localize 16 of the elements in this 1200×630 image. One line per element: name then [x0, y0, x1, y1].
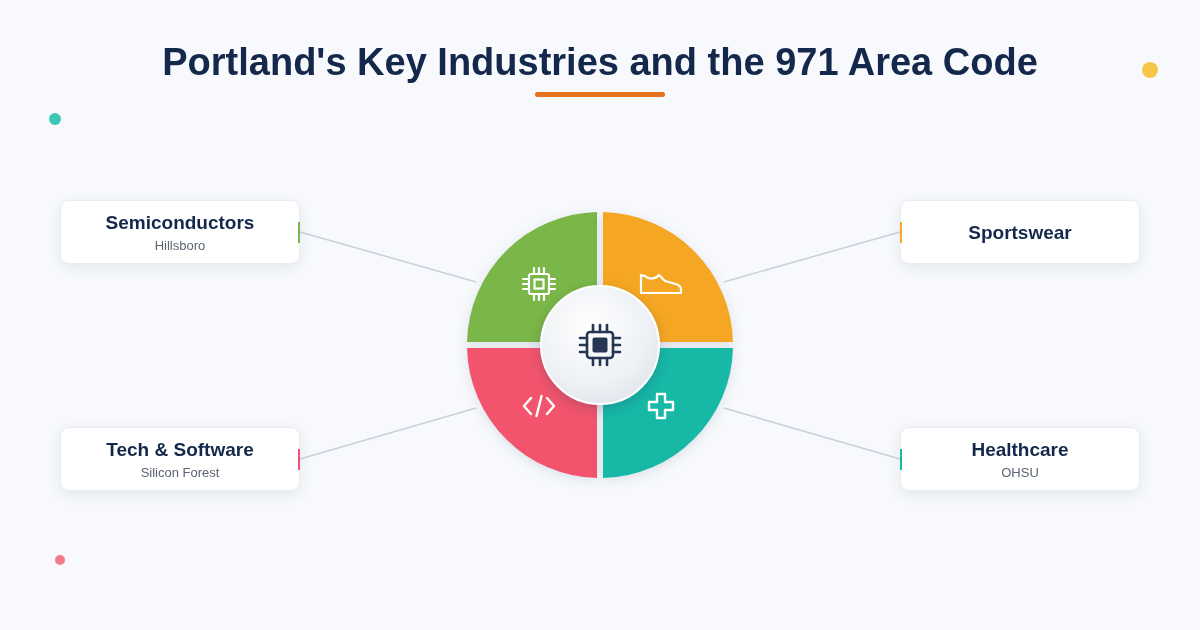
- card-title: Tech & Software: [106, 437, 254, 461]
- card-subtitle: OHSU: [1001, 463, 1039, 481]
- industry-card: [60, 200, 300, 264]
- connector-line: [723, 231, 901, 283]
- card-title: Sportswear: [968, 220, 1072, 244]
- card-subtitle: Hillsboro: [154, 236, 206, 254]
- industry-card: [900, 427, 1140, 491]
- connector-line: [723, 407, 901, 460]
- diagram-title: Portland's Key Industries and the 971 Area Code: [162, 40, 1038, 85]
- industry-card: [60, 427, 300, 491]
- connector-line: [299, 231, 477, 283]
- connector-line: [299, 407, 477, 460]
- card-subtitle: Silicon Forest: [140, 463, 220, 481]
- card-title: Semiconductors: [105, 210, 255, 234]
- card-title: Healthcare: [971, 437, 1069, 461]
- industry-card: [900, 200, 1140, 264]
